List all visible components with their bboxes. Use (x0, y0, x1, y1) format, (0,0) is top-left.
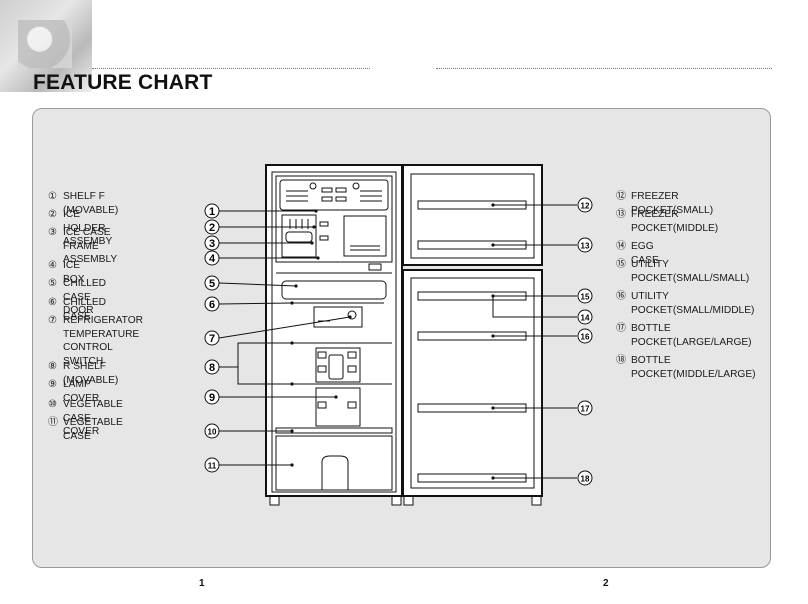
page-number-right: 2 (603, 578, 609, 589)
callout-10: 10 (204, 423, 220, 439)
callout-8: 8 (204, 359, 220, 375)
callout-18: 18 (577, 470, 593, 486)
svg-text:15: 15 (581, 293, 590, 302)
callout-2: 2 (204, 219, 220, 235)
svg-text:7: 7 (209, 333, 215, 345)
callout-1: 1 (204, 203, 220, 219)
control-panel (313, 306, 363, 328)
svg-text:17: 17 (581, 405, 590, 414)
svg-text:16: 16 (581, 333, 590, 342)
callout-14: 14 (577, 309, 593, 325)
callout-7: 7 (204, 330, 220, 346)
freezer-vent (343, 215, 387, 257)
callout-11: 11 (204, 457, 220, 473)
header-rule-right (436, 68, 772, 69)
svg-text:2: 2 (209, 222, 215, 234)
svg-text:11: 11 (208, 462, 217, 471)
freezer-door-liner (410, 173, 535, 259)
callout-13: 13 (577, 237, 593, 253)
callout-3: 3 (204, 235, 220, 251)
freezer-compartment (275, 175, 393, 263)
callout-17: 17 (577, 400, 593, 416)
svg-text:12: 12 (581, 202, 590, 211)
freezer-door (402, 164, 543, 266)
svg-text:1: 1 (209, 206, 215, 218)
svg-text:5: 5 (209, 278, 215, 290)
page-number-left: 1 (199, 578, 205, 589)
svg-text:14: 14 (581, 314, 590, 323)
header-rule-left (92, 68, 370, 69)
refrigerator-door-liner (410, 277, 535, 489)
callout-4: 4 (204, 250, 220, 266)
callout-5: 5 (204, 275, 220, 291)
callout-9: 9 (204, 389, 220, 405)
callout-6: 6 (204, 296, 220, 312)
svg-text:18: 18 (581, 475, 590, 484)
svg-text:9: 9 (209, 392, 215, 404)
refrigerator-door (402, 269, 543, 497)
lamp-housing (315, 347, 361, 383)
callout-16: 16 (577, 328, 593, 344)
callout-12: 12 (577, 197, 593, 213)
callout-15: 15 (577, 288, 593, 304)
ice-holder (281, 214, 317, 258)
rear-duct (315, 387, 361, 427)
svg-text:4: 4 (209, 253, 216, 265)
chilled-case-door (281, 280, 387, 300)
cabinet-inner (271, 171, 397, 493)
freezer-shelf (279, 179, 389, 211)
svg-text:13: 13 (581, 242, 590, 251)
vegetable-case (275, 435, 393, 491)
leader-lines (218, 204, 577, 479)
svg-text:3: 3 (209, 238, 215, 250)
indicator (368, 263, 382, 271)
svg-text:10: 10 (208, 428, 217, 437)
page-title: FEATURE CHART (33, 71, 213, 94)
header-photo (0, 0, 92, 92)
svg-text:8: 8 (209, 362, 215, 374)
svg-text:6: 6 (209, 299, 215, 311)
callouts: 1 2 3 4 5 6 7 8 9 10 11 12 13 15 14 16 1… (204, 197, 593, 486)
